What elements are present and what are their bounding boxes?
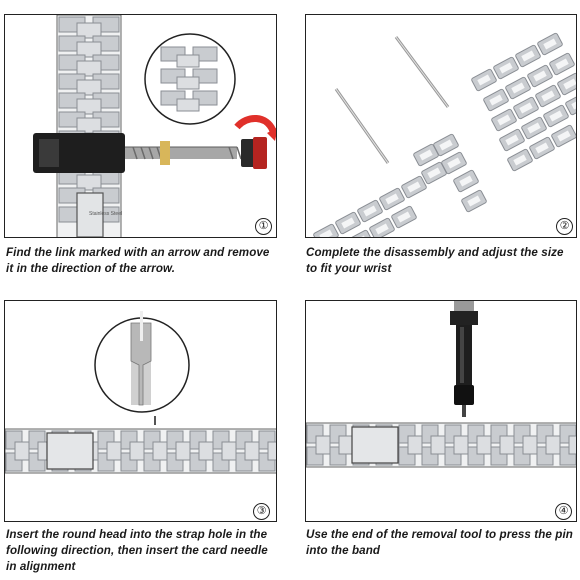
step-1-number: ① [255, 218, 272, 235]
disassembled-band-illustration [313, 32, 576, 237]
removal-tool [450, 301, 478, 417]
step-2-caption: Complete the disassembly and adjust the … [306, 246, 564, 275]
step-4-panel: ④ [305, 300, 577, 522]
horizontal-band [306, 422, 576, 468]
pin-insertion-illustration [5, 311, 276, 474]
magnified-inset [94, 311, 190, 413]
magnified-inset [144, 33, 236, 125]
step-1-panel: Stainless Steel ① [4, 14, 277, 238]
step-2-panel: ② [305, 14, 577, 238]
band-segments [313, 32, 576, 237]
band-marking-text: Stainless Steel [89, 211, 122, 217]
removal-tool [33, 115, 276, 173]
step-2-number: ② [556, 218, 573, 235]
step-3-number: ③ [253, 503, 270, 520]
step-4-number: ④ [555, 503, 572, 520]
removed-pins [334, 36, 450, 164]
horizontal-band [5, 428, 276, 474]
step-4-caption: Use the end of the removal tool to press… [306, 528, 573, 557]
step-3-caption: Insert the round head into the strap hol… [6, 528, 268, 573]
vertical-band [56, 15, 122, 237]
step-1-caption: Find the link marked with an arrow and r… [6, 246, 270, 275]
band-with-tool-illustration: Stainless Steel [33, 15, 276, 237]
pin-press-illustration [306, 301, 576, 468]
step-3-panel: ③ [4, 300, 277, 522]
